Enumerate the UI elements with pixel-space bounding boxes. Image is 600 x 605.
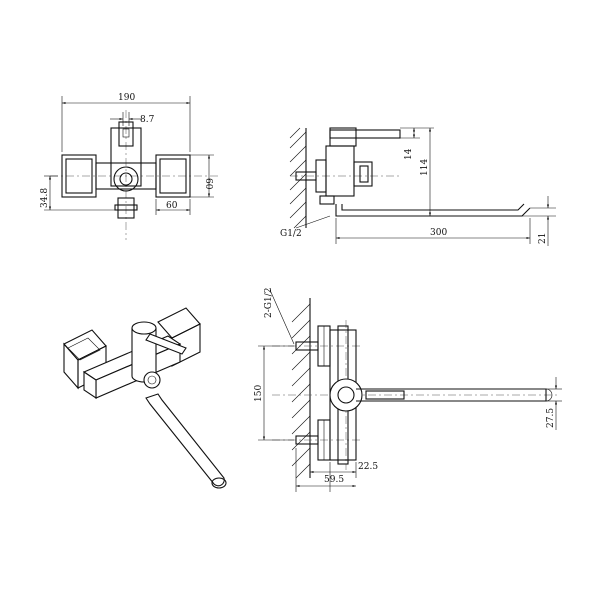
- side-mixer-body: [319, 127, 401, 205]
- mixer-body: [95, 121, 157, 219]
- side-dim-spout-drop: 21: [538, 233, 548, 244]
- top-dim-spacing: 150: [254, 385, 264, 402]
- top-dimensions: [258, 289, 562, 492]
- side-dim-spout-length: 300: [430, 228, 447, 238]
- side-dim-top: 14: [404, 148, 414, 160]
- iso-spout: [145, 393, 227, 489]
- side-dim-height: 114: [420, 159, 430, 176]
- top-dim-spout-width: 27.5: [546, 408, 556, 428]
- side-view: G1/2 14 114 300 21: [280, 127, 556, 246]
- top-wall-hatching: [291, 298, 311, 479]
- iso-mixer-body: [131, 321, 187, 389]
- front-dim-offset: 60: [166, 201, 178, 211]
- side-dim-thread: G1/2: [280, 229, 302, 239]
- iso-left-escutcheon: [63, 329, 107, 390]
- side-spout: [335, 203, 531, 217]
- top-mixer-body: [329, 325, 363, 465]
- top-dim-thread: 2-G1/2: [264, 288, 274, 318]
- side-dimensions: [295, 127, 556, 246]
- front-dim-handle: 8.7: [140, 115, 155, 125]
- top-dim-wall-offset: 22.5: [358, 462, 378, 472]
- front-dim-width: 190: [118, 93, 135, 103]
- wall-hatching: [289, 127, 307, 229]
- top-dim-depth: 59.5: [324, 475, 344, 485]
- isometric-view: [63, 307, 227, 489]
- front-dim-height: 60: [203, 178, 213, 190]
- front-dim-left-height: 34.8: [40, 188, 50, 208]
- front-view: 190 8.7 60 34.8 60: [40, 93, 220, 240]
- top-view: 2-G1/2 150 22.5 59.5 27.5: [254, 288, 562, 492]
- front-dimensions: [44, 96, 214, 215]
